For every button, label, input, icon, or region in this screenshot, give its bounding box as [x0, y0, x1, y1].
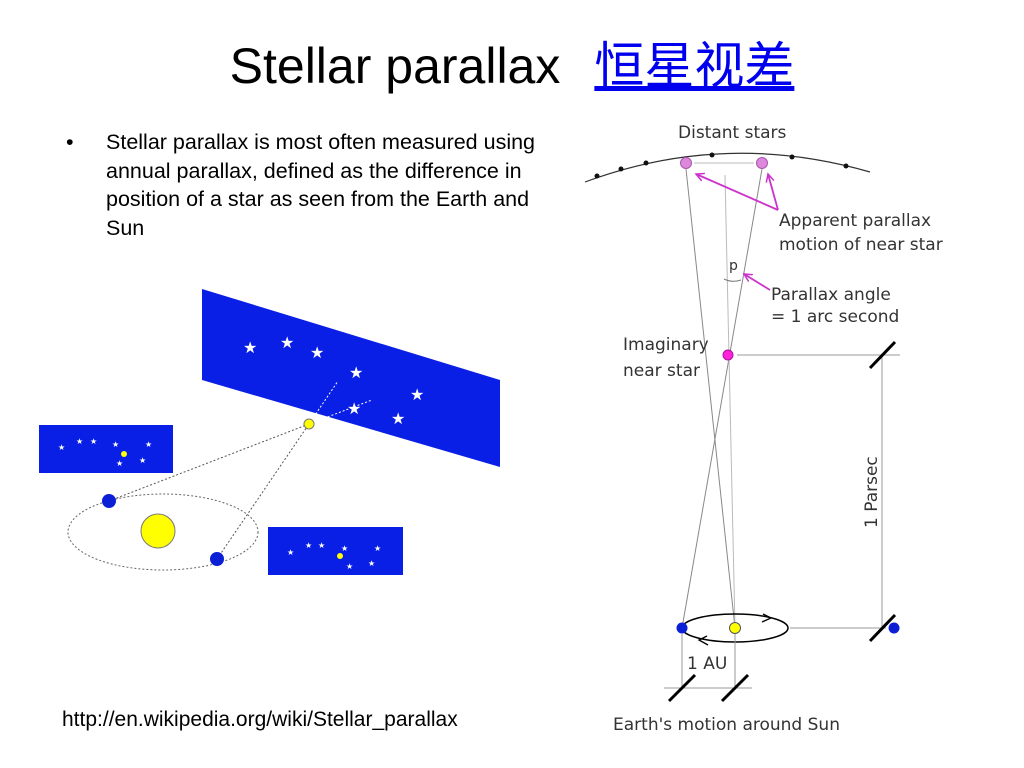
- view-from-position-2: [268, 527, 403, 575]
- panel-star: ★: [116, 459, 123, 468]
- field-star: ★: [280, 333, 294, 352]
- field-star: ★: [310, 343, 324, 362]
- panel-star: ★: [76, 437, 83, 446]
- earth-position-2: [210, 552, 224, 566]
- distant-star: [618, 166, 624, 172]
- panel-star: ★: [346, 562, 353, 571]
- orbit-direction-arrow-bottom: [697, 635, 709, 646]
- label-parsec: 1 Parsec: [862, 456, 882, 528]
- near-star: [303, 418, 315, 430]
- label-imaginary-line1: Imaginary: [623, 335, 709, 355]
- distant-star: [789, 154, 795, 160]
- panel-star: ★: [139, 456, 146, 465]
- earth-orbit: [67, 493, 259, 571]
- au-tick-right: [720, 673, 750, 703]
- sun: [140, 513, 176, 549]
- label-distant-stars: Distant stars: [678, 123, 787, 143]
- sight-line: [308, 380, 339, 425]
- slide-title: Stellar parallax 恒星视差: [0, 26, 1024, 98]
- bullet-text: Stellar parallax is most often measured …: [106, 130, 536, 240]
- field-star: ★: [349, 363, 363, 382]
- sight-line-guide: [724, 174, 736, 629]
- sight-line-sun-left: [685, 168, 736, 629]
- distant-star: [843, 163, 849, 169]
- field-star: ★: [243, 338, 257, 357]
- bullet-point: • Stellar parallax is most often measure…: [66, 128, 566, 242]
- distant-star: [594, 173, 600, 179]
- arrow-to-apparent-1: [696, 174, 779, 211]
- panel-star: ★: [318, 541, 325, 550]
- panel-star: ★: [58, 443, 65, 452]
- arrow-to-apparent-2: [768, 174, 779, 211]
- label-p: p: [729, 258, 738, 274]
- parsec-tick-top: [868, 340, 897, 370]
- label-earth-motion: Earth's motion around Sun: [613, 715, 840, 735]
- label-apparent-line2: motion of near star: [779, 235, 943, 255]
- sight-line-earth-right: [681, 168, 763, 629]
- au-tick-left: [667, 673, 697, 703]
- orbit-direction-arrow-top: [761, 613, 773, 623]
- field-stars: ★ ★ ★ ★ ★ ★ ★: [243, 333, 424, 428]
- source-url: http://en.wikipedia.org/wiki/Stellar_par…: [62, 708, 458, 731]
- view-from-position-1: [39, 425, 173, 473]
- field-star: ★: [391, 409, 405, 428]
- apparent-position-1: [680, 157, 692, 169]
- background-star-field: [202, 289, 500, 467]
- panel-star: ★: [112, 440, 119, 449]
- panel-1-near-star: [121, 451, 127, 457]
- panel-star: ★: [305, 541, 312, 550]
- imaginary-near-star: [722, 349, 734, 361]
- sight-line: [216, 423, 310, 560]
- label-apparent-line1: Apparent parallax: [779, 211, 931, 231]
- sight-line: [308, 399, 373, 425]
- apparent-position-2: [756, 157, 768, 169]
- earth-at-parsec-end: [888, 622, 900, 634]
- distant-star-dots: [594, 152, 849, 179]
- parallax-angle-arc: [723, 278, 742, 282]
- label-au: 1 AU: [687, 654, 727, 674]
- bullet-marker: •: [66, 130, 74, 154]
- panel-star: ★: [368, 559, 375, 568]
- distant-star: [643, 160, 649, 166]
- label-parallax-angle-line2: = 1 arc second: [771, 307, 899, 327]
- earth-position-1: [102, 494, 116, 508]
- panel-1-stars: ★ ★ ★ ★ ★ ★ ★: [58, 437, 152, 468]
- earth-right: [676, 622, 688, 634]
- panel-star: ★: [145, 440, 152, 449]
- panel-star: ★: [90, 437, 97, 446]
- arrow-to-angle: [744, 274, 771, 291]
- field-star: ★: [347, 399, 361, 418]
- panel-star: ★: [287, 548, 294, 557]
- label-imaginary-line2: near star: [623, 361, 700, 381]
- field-star: ★: [410, 385, 424, 404]
- label-parallax-angle-line1: Parallax angle: [771, 285, 891, 305]
- panel-2-stars: ★ ★ ★ ★ ★ ★ ★: [287, 541, 381, 571]
- title-chinese-link[interactable]: 恒星视差: [594, 37, 795, 95]
- panel-2-near-star: [337, 553, 343, 559]
- parsec-tick-bottom: [868, 613, 897, 643]
- panel-star: ★: [374, 544, 381, 553]
- title-english: Stellar parallax: [229, 38, 561, 94]
- sun-right: [729, 622, 741, 634]
- celestial-sphere-arc: [584, 152, 871, 183]
- distant-star: [709, 152, 715, 158]
- panel-star: ★: [341, 544, 348, 553]
